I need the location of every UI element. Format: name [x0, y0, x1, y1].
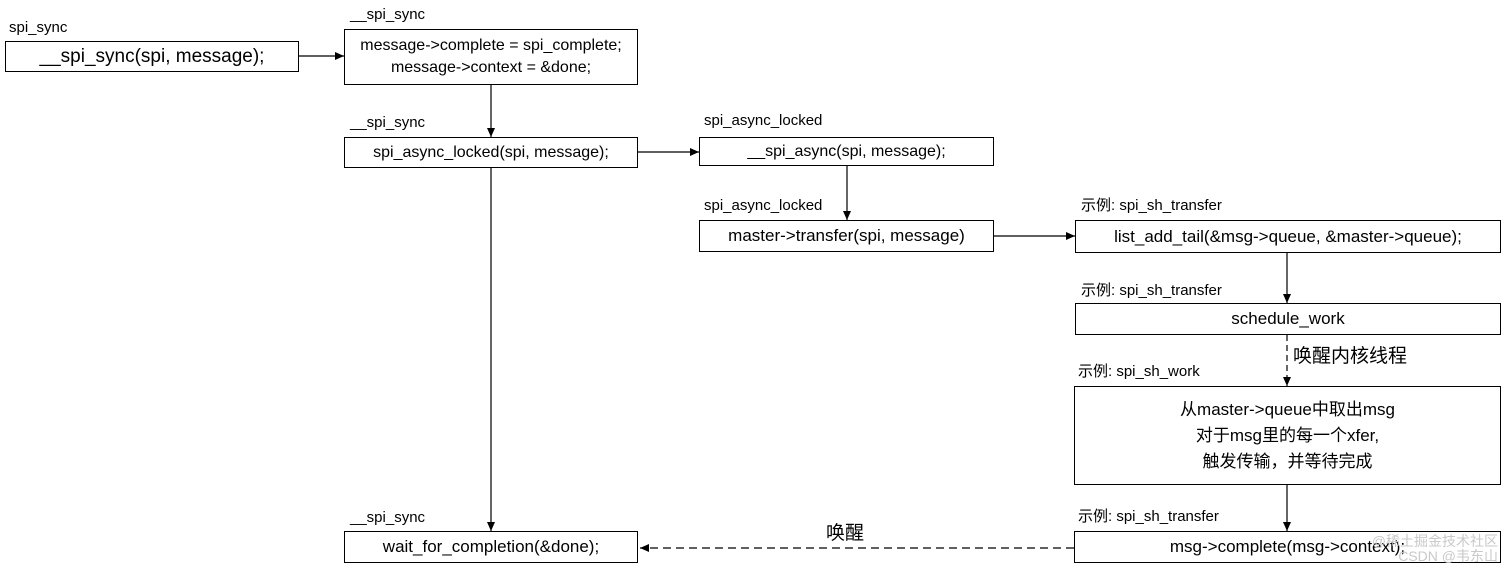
box-schedule-work: schedule_work — [1075, 303, 1501, 335]
label-spi-sync-inner-2: __spi_sync — [350, 114, 426, 131]
box-set-complete: message->complete = spi_complete; messag… — [344, 29, 638, 85]
box-work-body: 从master->queue中取出msg 对于msg里的每一个xfer, 触发传… — [1074, 386, 1501, 485]
box-text: wait_for_completion(&done); — [382, 537, 600, 556]
edge-label-wake: 唤醒 — [826, 523, 865, 544]
box-text: schedule_work — [1231, 309, 1345, 328]
box-text: msg->complete(msg->context); — [1169, 537, 1406, 556]
box-text-line-2: message->context = &done; — [390, 59, 592, 76]
box-msg-complete: msg->complete(msg->context); — [1074, 531, 1501, 563]
edge-label-wake-kernel-thread: 唤醒内核线程 — [1293, 346, 1408, 367]
box-wait-for-completion: wait_for_completion(&done); — [344, 531, 638, 563]
box-text: __spi_async(spi, message); — [747, 142, 946, 160]
box-text: __spi_sync(spi, message); — [39, 45, 265, 67]
label-example-sh-transfer-3: 示例: spi_sh_transfer — [1078, 508, 1219, 525]
watermark-line-1: @稀土掘金技术社区 — [1371, 533, 1498, 549]
box-list-add-tail: list_add_tail(&msg->queue, &master->queu… — [1075, 220, 1501, 253]
watermark: @稀土掘金技术社区 CSDN @韦东山 — [1372, 534, 1498, 564]
label-example-sh-transfer-1: 示例: spi_sh_transfer — [1081, 197, 1222, 214]
box-text-line-2: 对于msg里的每一个xfer, — [1195, 425, 1380, 445]
box-master-transfer: master->transfer(spi, message) — [699, 220, 994, 252]
box-text-line-3: 触发传输，并等待完成 — [1202, 451, 1373, 471]
box-text: master->transfer(spi, message) — [728, 226, 965, 245]
box-text: spi_async_locked(spi, message); — [373, 143, 609, 161]
label-example-sh-work: 示例: spi_sh_work — [1078, 363, 1200, 380]
label-spi-sync: spi_sync — [9, 19, 68, 36]
box-spi-async-call: __spi_async(spi, message); — [699, 137, 994, 166]
box-spi-async-locked-call: spi_async_locked(spi, message); — [344, 137, 638, 168]
box-text: list_add_tail(&msg->queue, &master->queu… — [1114, 226, 1462, 246]
label-example-sh-transfer-2: 示例: spi_sh_transfer — [1081, 282, 1222, 299]
label-spi-async-locked-2: spi_async_locked — [704, 197, 823, 214]
label-spi-sync-inner-3: __spi_sync — [350, 509, 426, 526]
box-spi-sync-call: __spi_sync(spi, message); — [5, 41, 299, 72]
label-spi-async-locked-1: spi_async_locked — [704, 112, 823, 129]
box-text-line-1: 从master->queue中取出msg — [1180, 399, 1395, 419]
box-text-line-1: message->complete = spi_complete; — [360, 37, 622, 54]
watermark-line-2: CSDN @韦东山 — [1398, 548, 1498, 564]
label-spi-sync-inner: __spi_sync — [350, 6, 426, 23]
